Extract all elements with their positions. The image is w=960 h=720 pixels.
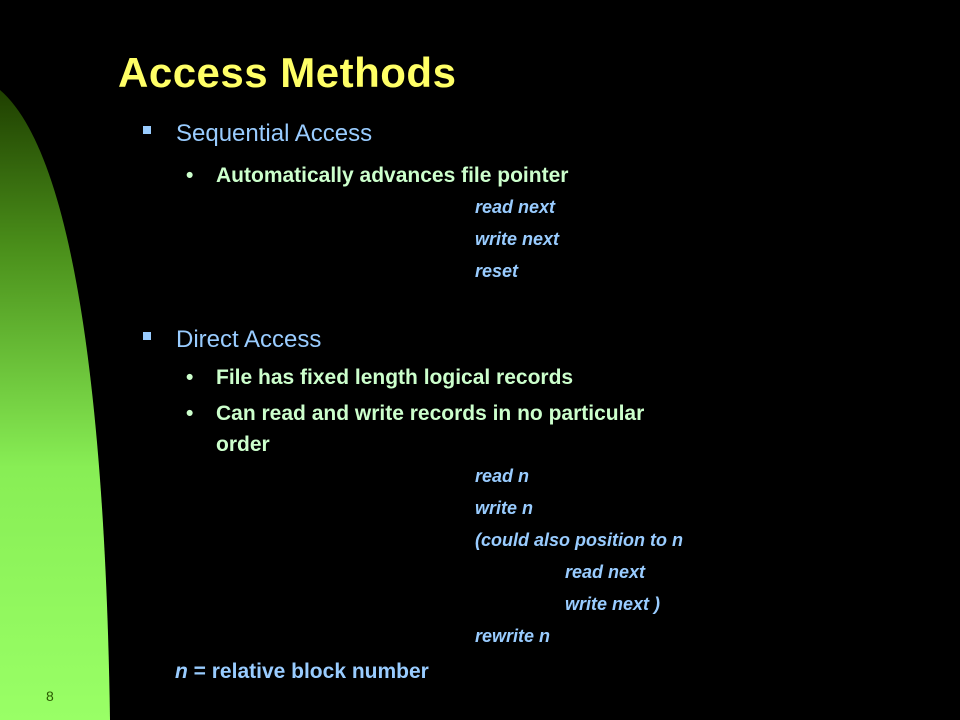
footnote-relative-block: n = relative block number — [175, 660, 429, 684]
point-text: Can read and write records in no particu… — [216, 402, 645, 425]
command-rewrite-n: rewrite n — [475, 626, 551, 646]
dot-bullet-icon: • — [186, 164, 194, 187]
dot-bullet-icon: • — [186, 402, 194, 425]
command-read-next: read next — [475, 197, 556, 217]
command-reset: reset — [475, 261, 519, 281]
command-write-next: write next — [475, 229, 560, 249]
heading-text: Direct Access — [176, 326, 322, 353]
command-read-next-direct: read next — [565, 562, 646, 582]
slide-title: Access Methods — [118, 49, 457, 96]
dot-bullet-icon: • — [186, 366, 194, 389]
command-position-note: (could also position to n — [475, 530, 683, 550]
square-bullet-icon — [143, 332, 151, 340]
command-write-n: write n — [475, 498, 534, 518]
footnote-text: = relative block number — [187, 660, 429, 683]
page-number: 8 — [46, 688, 54, 704]
command-read-n: read n — [475, 466, 530, 486]
square-bullet-icon — [143, 126, 151, 134]
heading-text: Sequential Access — [176, 120, 373, 147]
point-text: File has fixed length logical records — [216, 366, 574, 389]
point-text: order — [216, 433, 270, 456]
command-write-next-direct: write next ) — [565, 594, 661, 614]
point-text: Automatically advances file pointer — [216, 164, 569, 187]
footnote-variable: n — [175, 660, 188, 683]
